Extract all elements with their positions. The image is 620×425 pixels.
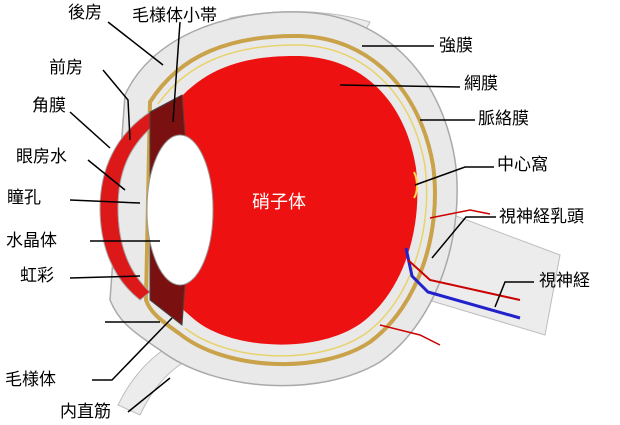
label-choroid: 脈絡膜	[478, 109, 529, 129]
label-zonule: 毛様体小帯	[132, 6, 217, 26]
label-optic-disc: 視神経乳頭	[499, 207, 584, 227]
label-posterior-chamber: 後房	[68, 3, 102, 23]
label-vitreous-body: 硝子体	[252, 192, 306, 213]
label-optic-nerve: 視神経	[539, 271, 590, 291]
lens-shape	[146, 134, 214, 286]
leader-posterior-chamber	[107, 21, 164, 66]
choroid-band	[143, 33, 437, 367]
leader-retina	[339, 84, 461, 88]
leader-lines	[69, 21, 534, 413]
cornea-shape	[99, 111, 159, 301]
leader-aqueous	[87, 159, 126, 191]
leader-optic-disc	[431, 216, 496, 259]
label-retina: 網膜	[464, 74, 498, 94]
leader-optic-nerve	[494, 281, 534, 308]
vessel-red-upper	[429, 209, 491, 219]
label-iris: 虹彩	[20, 266, 54, 286]
leader-ciliary	[92, 317, 173, 381]
leader-iris	[69, 275, 141, 279]
label-pupil: 瞳孔	[7, 188, 41, 208]
label-aqueous-humor: 眼房水	[16, 147, 67, 167]
vitreous-body	[168, 55, 418, 345]
leader-medial-rectus	[127, 377, 171, 413]
label-ciliary-body: 毛様体	[5, 370, 56, 390]
leader-anterior-chamber	[102, 69, 131, 141]
leader-pupil	[69, 199, 141, 204]
retina-line	[157, 44, 428, 357]
label-lens: 水晶体	[6, 231, 57, 251]
label-medial-rectus: 内直筋	[60, 402, 111, 422]
leader-cornea	[69, 111, 111, 149]
vessel-red-main	[407, 259, 521, 301]
leader-fovea	[414, 166, 494, 186]
label-cornea: 角膜	[32, 96, 66, 116]
fovea-notch	[413, 171, 418, 199]
label-anterior-chamber: 前房	[49, 58, 83, 78]
leader-zonule	[172, 21, 181, 123]
label-fovea: 中心窩	[497, 155, 548, 175]
vessel-red-lower	[379, 324, 441, 346]
label-sclera: 強膜	[439, 36, 473, 56]
